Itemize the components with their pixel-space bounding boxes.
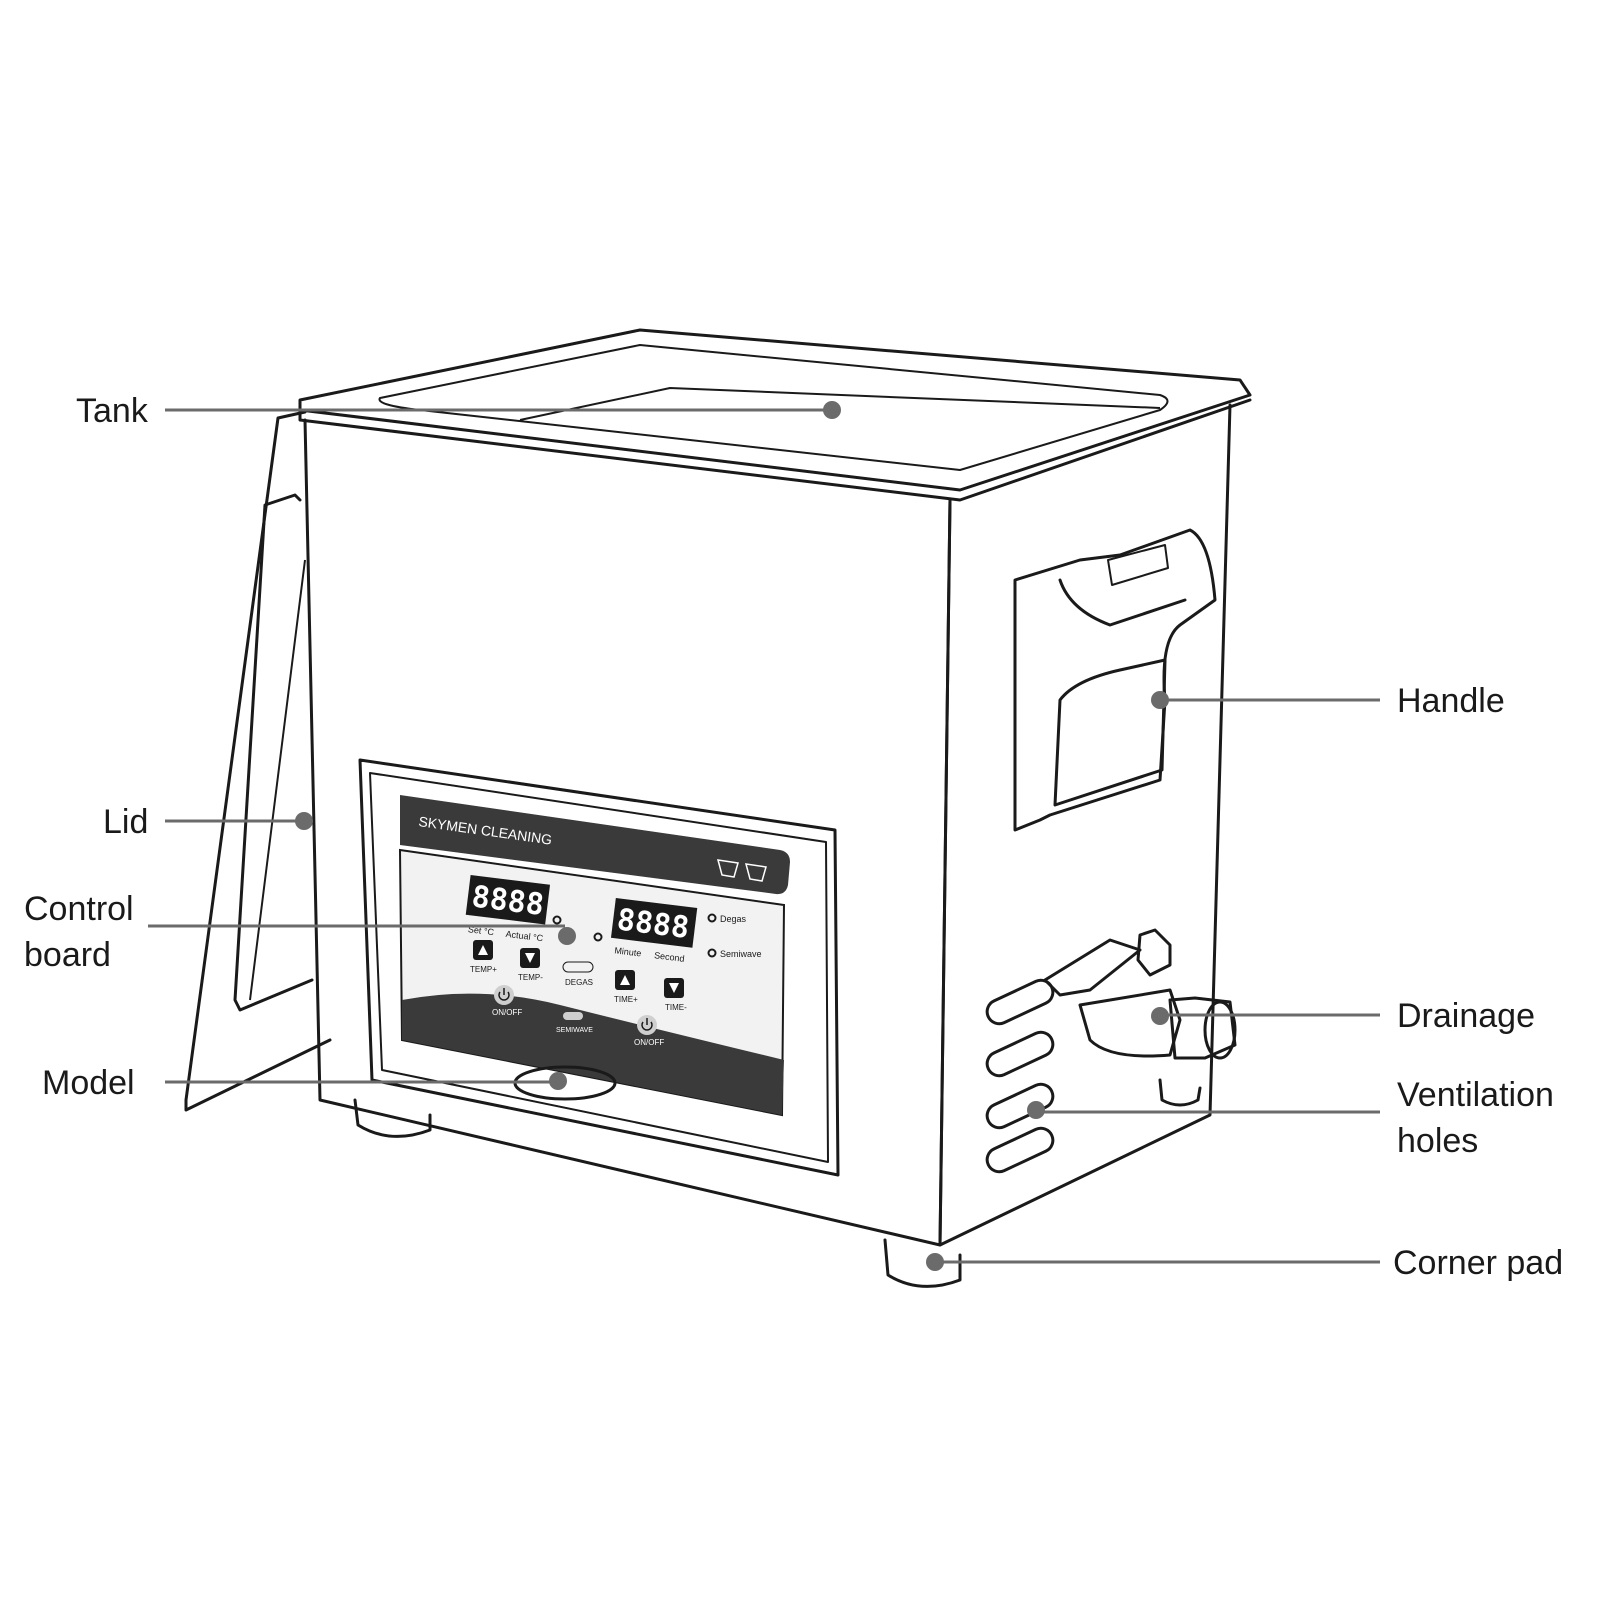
- corner-pad-label: Corner pad: [1393, 1244, 1563, 1282]
- temp-display: 8888 Set °C Actual °C: [465, 875, 551, 944]
- onoff-left-button[interactable]: ON/OFF: [492, 985, 522, 1017]
- tank: [298, 328, 1252, 502]
- degas-mode-label: Degas: [720, 914, 747, 924]
- degas-button[interactable]: DEGAS: [562, 961, 594, 987]
- ventilation-holes-label-line2: holes: [1397, 1122, 1478, 1160]
- temp-up-button[interactable]: TEMP+: [470, 940, 497, 974]
- triangle-up-icon: [620, 975, 630, 985]
- semiwave-button[interactable]: SEMIWAVE: [556, 1012, 593, 1034]
- power-icon: [641, 1018, 653, 1031]
- ventilation-holes: [985, 978, 1055, 1174]
- time-display: 8888 Minute Second: [610, 898, 698, 964]
- drainage-label: Drainage: [1397, 997, 1535, 1035]
- time-down-button[interactable]: TIME-: [664, 978, 687, 1012]
- drainage-valve: [1043, 928, 1237, 1060]
- onoff-right-button[interactable]: ON/OFF: [634, 1015, 664, 1047]
- svg-text:TEMP-: TEMP-: [518, 973, 543, 982]
- power-icon: [498, 988, 510, 1001]
- svg-text:DEGAS: DEGAS: [565, 978, 593, 987]
- svg-text:TIME+: TIME+: [614, 995, 638, 1004]
- wash-icons: [716, 859, 767, 882]
- tank-label: Tank: [76, 392, 149, 430]
- svg-text:ON/OFF: ON/OFF: [634, 1038, 664, 1047]
- svg-text:SEMIWAVE: SEMIWAVE: [556, 1027, 593, 1034]
- triangle-down-icon: [525, 953, 535, 963]
- indicators: Degas Semiwave: [552, 913, 762, 959]
- time-indicator: [593, 932, 603, 942]
- lid-label: Lid: [103, 803, 148, 841]
- cleaner-body: [303, 403, 1232, 1247]
- temp-indicator: [552, 915, 562, 925]
- time-up-button[interactable]: TIME+: [614, 970, 638, 1004]
- ventilation-holes-label-line1: Ventilation: [1397, 1076, 1554, 1114]
- semiwave-indicator: [707, 948, 717, 958]
- control-panel-housing: [358, 758, 840, 1177]
- temp-down-button[interactable]: TEMP-: [518, 948, 543, 982]
- callout-leaders: [148, 401, 1380, 1271]
- semiwave-mode-label: Semiwave: [720, 949, 762, 959]
- time-digits: 8888: [615, 903, 691, 947]
- corner-pads: [353, 1078, 1202, 1288]
- triangle-up-icon: [478, 945, 488, 955]
- time-minute-label: Minute: [614, 945, 642, 958]
- handle-label: Handle: [1397, 682, 1505, 720]
- svg-text:TIME-: TIME-: [665, 1003, 687, 1012]
- control-board-label-line1: Control: [24, 890, 134, 928]
- control-board-dark-band: [402, 993, 784, 1115]
- svg-text:ON/OFF: ON/OFF: [492, 1008, 522, 1017]
- control-board-label-line2: board: [24, 936, 111, 974]
- degas-indicator: [707, 913, 717, 923]
- temp-actual-label: Actual °C: [505, 929, 544, 944]
- svg-text:TEMP+: TEMP+: [470, 965, 497, 974]
- brand-strip: SKYMEN CLEANING: [400, 795, 790, 895]
- model-label: Model: [42, 1064, 135, 1102]
- temp-digits: 8888: [470, 879, 546, 923]
- time-second-label: Second: [654, 950, 686, 964]
- handle: [1013, 528, 1217, 832]
- triangle-down-icon: [669, 983, 679, 993]
